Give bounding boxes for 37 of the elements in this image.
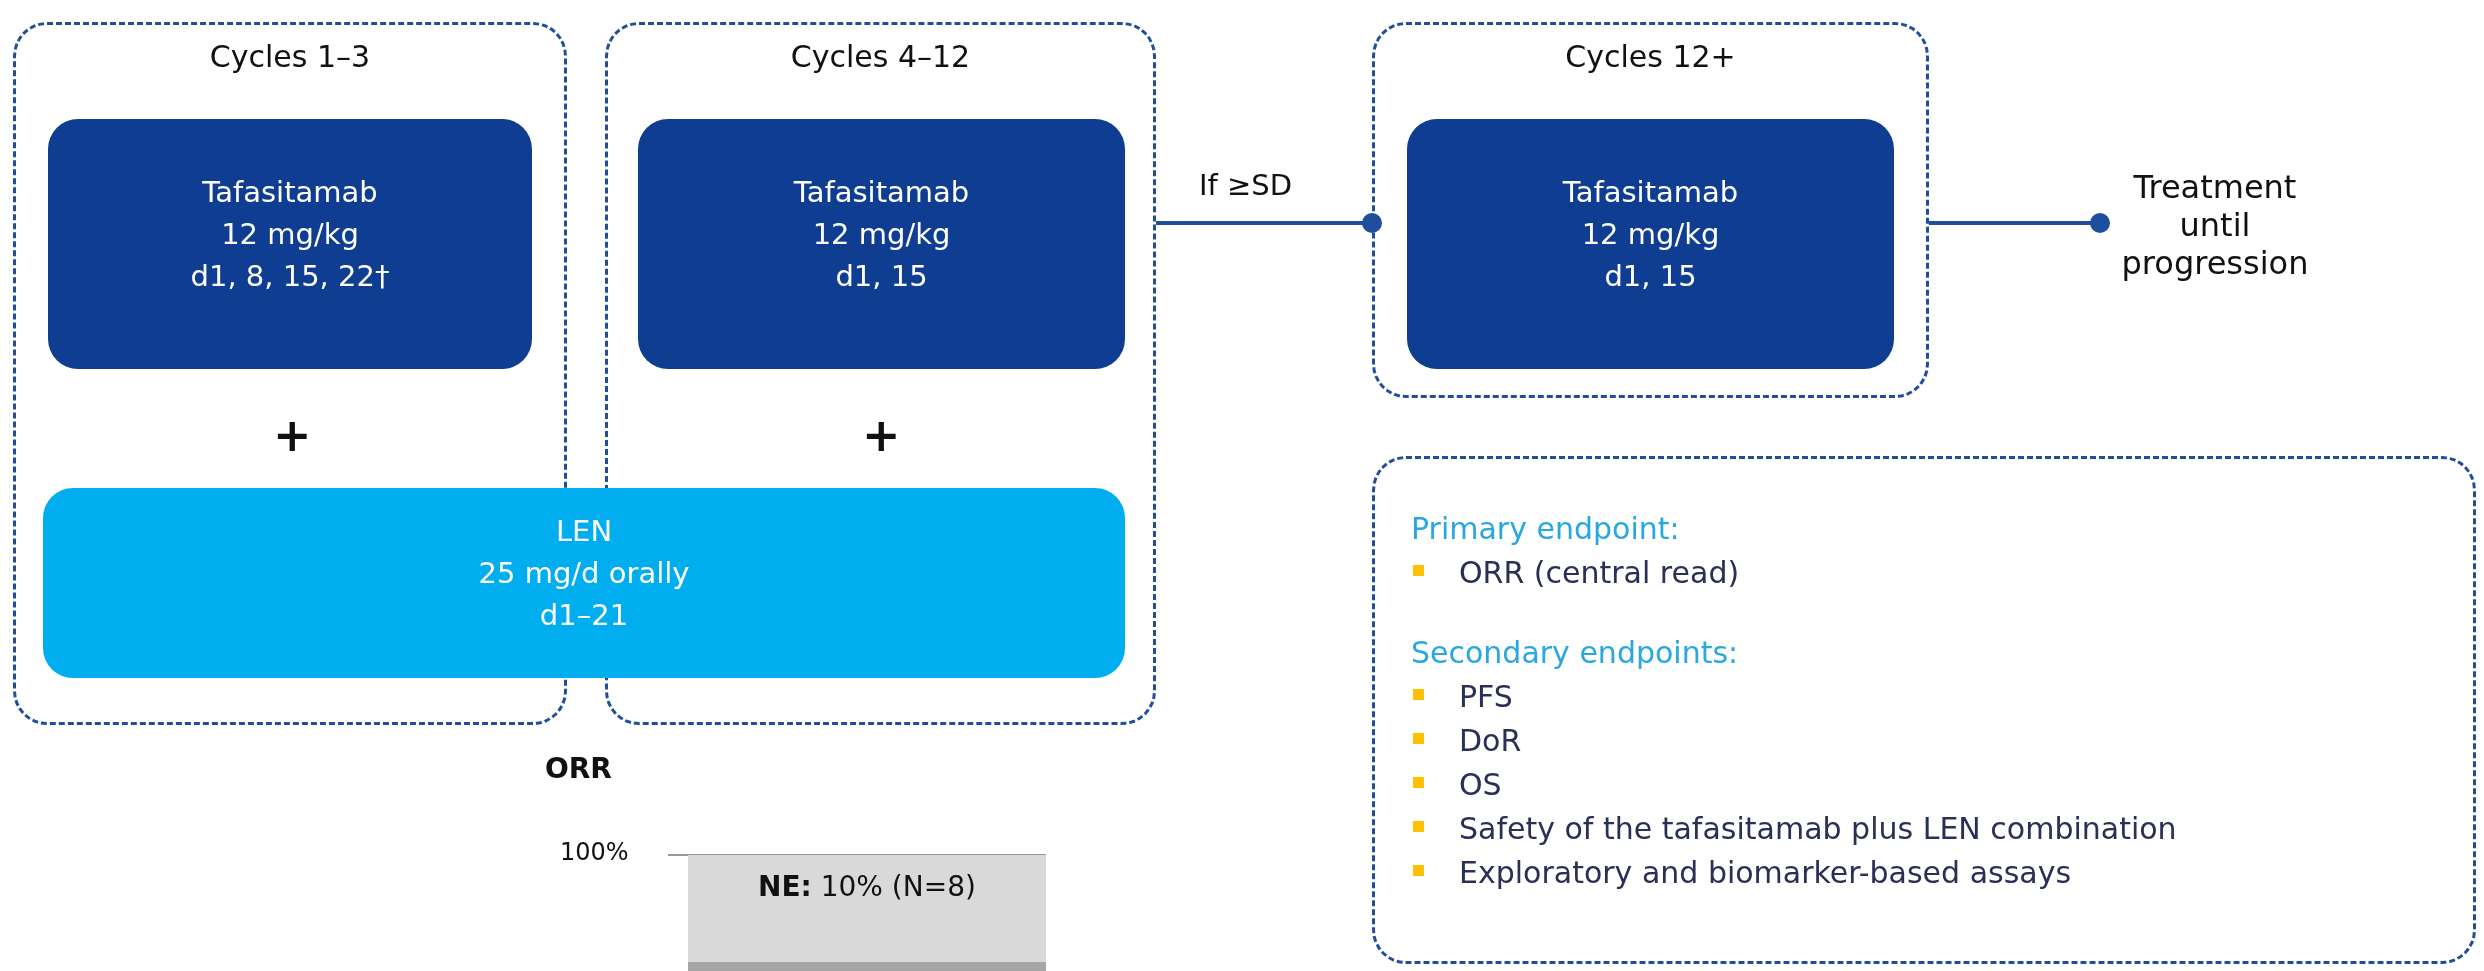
outcome-text: Treatment until progression [2110, 168, 2320, 282]
dosing-text: LEN [555, 513, 613, 550]
dosing-text: Tafasitamab [202, 174, 378, 211]
dosing-text: 12 mg/kg [812, 216, 951, 253]
endpoint-item: DoR [1411, 719, 2437, 763]
cycle-heading: Cycles 4–12 [789, 39, 972, 74]
plus-sign: + [862, 408, 901, 462]
dosing-text: Tafasitamab [1562, 174, 1739, 211]
endpoints-panel [1372, 456, 2476, 964]
cycle-heading: Cycles 1–3 [208, 39, 372, 74]
endpoint-item: OS [1411, 763, 2437, 807]
axis-tick-label: 100% [560, 838, 629, 866]
dosing-text: d1–21 [539, 597, 629, 634]
plus-sign: + [273, 408, 312, 462]
dosing-box [1407, 119, 1894, 369]
dosing-box [48, 119, 532, 369]
dosing-text: Tafasitamab [793, 174, 970, 211]
chart-title: ORR [545, 752, 612, 785]
connector-line [1156, 213, 1382, 233]
cycle-heading: Cycles 12+ [1564, 39, 1737, 74]
endpoint-item: Safety of the tafasitamab plus LEN combination [1411, 807, 2437, 851]
dosing-text: 25 mg/d orally [478, 555, 690, 592]
dosing-box [43, 488, 1125, 678]
endpoint-heading: Primary endpoint: [1411, 510, 1681, 548]
dosing-box [638, 119, 1125, 369]
endpoint-item: ORR (central read) [1411, 551, 2437, 595]
endpoint-heading: Secondary endpoints: [1411, 634, 1740, 672]
dosing-text: d1, 15 [1604, 258, 1697, 295]
connector-line [1929, 213, 2110, 233]
endpoint-item: Exploratory and biomarker-based assays [1411, 851, 2437, 895]
dosing-text: 12 mg/kg [1581, 216, 1720, 253]
bar-value-label: NE: 10% (N=8) [757, 870, 977, 903]
dosing-text: d1, 8, 15, 22† [190, 258, 390, 295]
endpoint-item: PFS [1411, 675, 2437, 719]
dosing-text: d1, 15 [835, 258, 928, 295]
dosing-text: 12 mg/kg [221, 216, 359, 253]
cycle-group-frame [1372, 22, 1929, 398]
